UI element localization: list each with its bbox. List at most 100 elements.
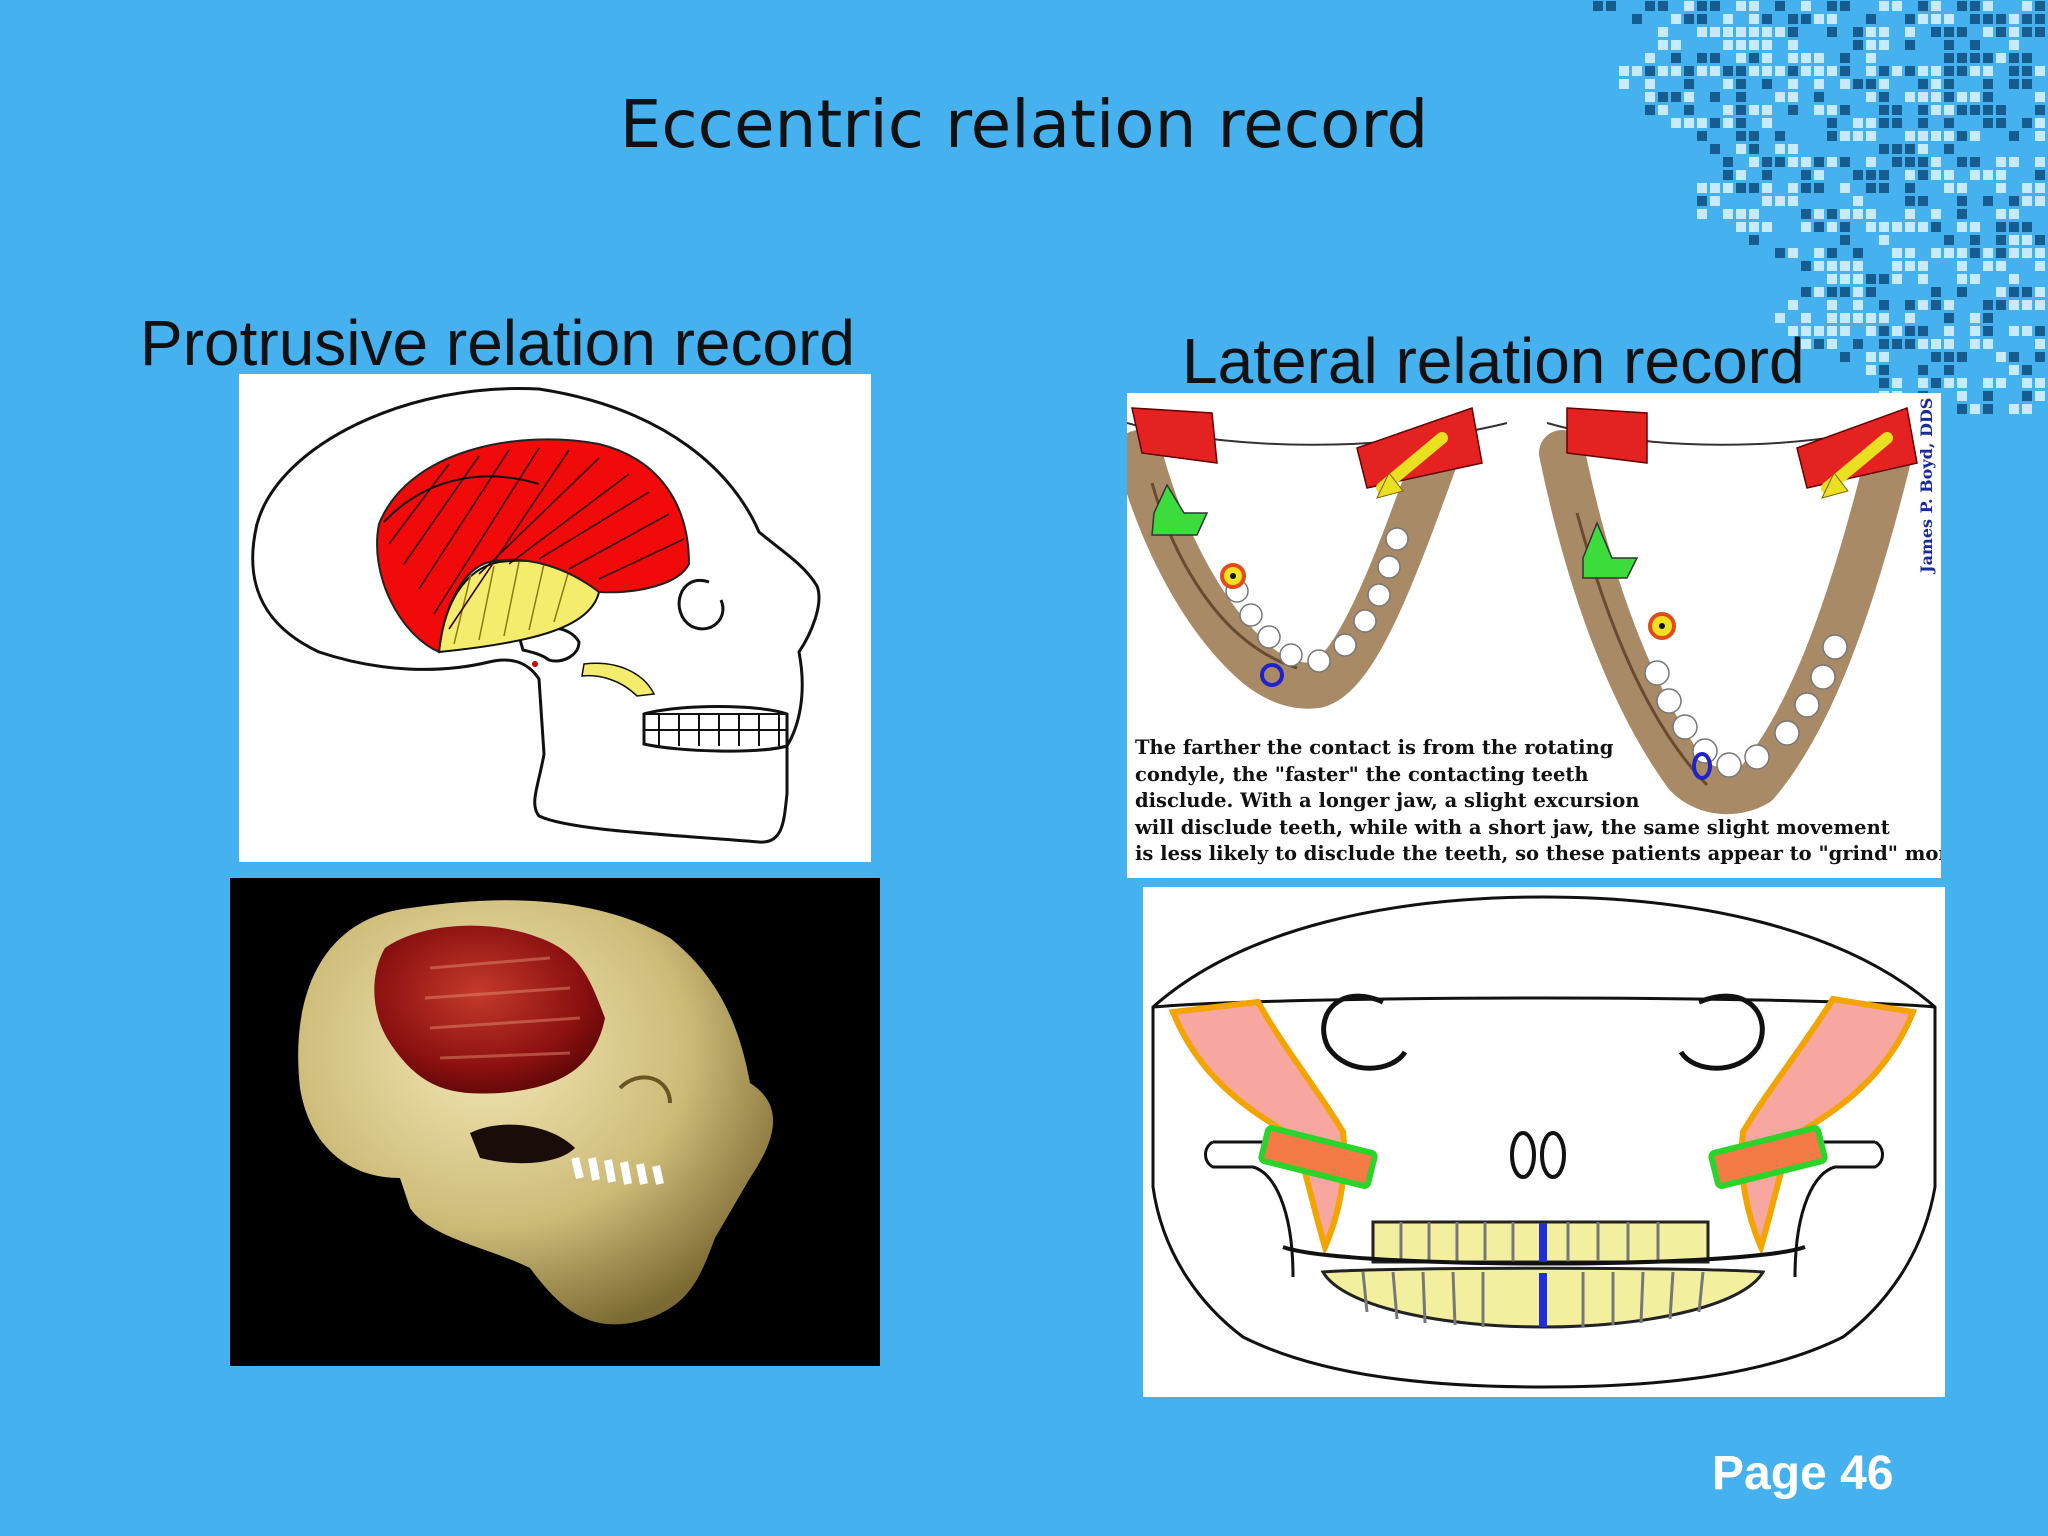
pattern-tile bbox=[1736, 1, 1746, 11]
pattern-tile bbox=[2035, 118, 2045, 128]
pattern-tile bbox=[1814, 287, 1824, 297]
pattern-tile bbox=[1814, 92, 1824, 102]
pattern-tile bbox=[1788, 40, 1798, 50]
pattern-tile bbox=[1957, 1, 1967, 11]
pattern-tile bbox=[1944, 235, 1954, 245]
pattern-tile bbox=[1983, 1, 1993, 11]
pattern-tile bbox=[1944, 144, 1954, 154]
pattern-tile bbox=[1866, 53, 1876, 63]
pattern-tile bbox=[1645, 92, 1655, 102]
pattern-tile bbox=[1723, 183, 1733, 193]
pattern-tile bbox=[1736, 27, 1746, 37]
pattern-tile bbox=[1931, 300, 1941, 310]
caption-line: is less likely to disclude the teeth, so… bbox=[1135, 842, 1941, 865]
pattern-tile bbox=[1892, 1, 1902, 11]
pattern-tile bbox=[1801, 66, 1811, 76]
pattern-tile bbox=[2009, 40, 2019, 50]
pattern-tile bbox=[1996, 235, 2006, 245]
pattern-tile bbox=[1827, 209, 1837, 219]
pattern-tile bbox=[2009, 326, 2019, 336]
pattern-tile bbox=[1866, 209, 1876, 219]
pattern-tile bbox=[2022, 79, 2032, 89]
pattern-tile bbox=[1749, 53, 1759, 63]
pattern-tile bbox=[1905, 157, 1915, 167]
pattern-tile bbox=[1931, 1, 1941, 11]
pattern-tile bbox=[1762, 14, 1772, 24]
pattern-tile bbox=[1840, 79, 1850, 89]
pattern-tile bbox=[1970, 235, 1980, 245]
pattern-tile bbox=[1944, 183, 1954, 193]
pattern-tile bbox=[1905, 40, 1915, 50]
pattern-tile bbox=[1801, 261, 1811, 271]
pattern-tile bbox=[1801, 53, 1811, 63]
pattern-tile bbox=[1723, 40, 1733, 50]
pattern-tile bbox=[1788, 300, 1798, 310]
pattern-tile bbox=[1788, 105, 1798, 115]
pattern-tile bbox=[1814, 157, 1824, 167]
pattern-tile bbox=[1983, 404, 1993, 414]
pattern-tile bbox=[1905, 248, 1915, 258]
pattern-tile bbox=[1632, 66, 1642, 76]
pattern-tile bbox=[1957, 157, 1967, 167]
pattern-tile bbox=[1931, 209, 1941, 219]
pattern-tile bbox=[1918, 170, 1928, 180]
pattern-tile bbox=[1853, 287, 1863, 297]
sagittal-skull-figure bbox=[239, 374, 871, 862]
pattern-tile bbox=[1970, 248, 1980, 258]
pattern-tile bbox=[1879, 92, 1889, 102]
pattern-tile bbox=[1957, 66, 1967, 76]
caption-line: condyle, the "faster" the contacting tee… bbox=[1135, 762, 1589, 786]
pattern-tile bbox=[1671, 92, 1681, 102]
pattern-tile bbox=[1827, 14, 1837, 24]
pattern-tile bbox=[1879, 40, 1889, 50]
pattern-tile bbox=[1866, 365, 1876, 375]
pattern-tile bbox=[1827, 131, 1837, 141]
pattern-tile bbox=[1957, 287, 1967, 297]
pattern-tile bbox=[1983, 313, 1993, 323]
pattern-tile bbox=[1684, 1, 1694, 11]
pattern-tile bbox=[1944, 27, 1954, 37]
pattern-tile bbox=[1775, 131, 1785, 141]
pattern-tile bbox=[1879, 222, 1889, 232]
pattern-tile bbox=[1996, 157, 2006, 167]
pattern-tile bbox=[1749, 144, 1759, 154]
pattern-tile bbox=[1944, 352, 1954, 362]
pattern-tile bbox=[1684, 14, 1694, 24]
pattern-tile bbox=[1957, 131, 1967, 141]
pattern-tile bbox=[1645, 105, 1655, 115]
pattern-tile bbox=[1931, 287, 1941, 297]
pattern-tile bbox=[1970, 14, 1980, 24]
pattern-tile bbox=[2035, 261, 2045, 271]
pattern-tile bbox=[1918, 131, 1928, 141]
pattern-tile bbox=[1918, 105, 1928, 115]
pattern-tile bbox=[1749, 183, 1759, 193]
pattern-tile bbox=[1996, 118, 2006, 128]
pattern-tile bbox=[1853, 248, 1863, 258]
pattern-tile bbox=[1853, 274, 1863, 284]
pattern-tile bbox=[1684, 66, 1694, 76]
pattern-tile bbox=[1814, 105, 1824, 115]
pattern-tile bbox=[1944, 365, 1954, 375]
pattern-tile bbox=[1762, 66, 1772, 76]
pattern-tile bbox=[1879, 365, 1889, 375]
pattern-tile bbox=[2035, 170, 2045, 180]
pattern-tile bbox=[1879, 66, 1889, 76]
caption-line: The farther the contact is from the rota… bbox=[1135, 736, 1614, 759]
pattern-tile bbox=[1853, 261, 1863, 271]
pattern-tile bbox=[1723, 79, 1733, 89]
pattern-tile bbox=[1905, 92, 1915, 102]
pattern-tile bbox=[2022, 222, 2032, 232]
pattern-tile bbox=[1723, 105, 1733, 115]
pattern-tile bbox=[1931, 105, 1941, 115]
pattern-tile bbox=[1970, 222, 1980, 232]
pattern-tile bbox=[1775, 196, 1785, 206]
pattern-tile bbox=[1996, 287, 2006, 297]
pattern-tile bbox=[2022, 326, 2032, 336]
pattern-tile bbox=[1814, 53, 1824, 63]
pattern-tile bbox=[1749, 209, 1759, 219]
pattern-tile bbox=[1957, 261, 1967, 271]
pattern-tile bbox=[2035, 300, 2045, 310]
pattern-tile bbox=[1697, 209, 1707, 219]
pattern-tile bbox=[2022, 300, 2032, 310]
pattern-tile bbox=[1879, 300, 1889, 310]
